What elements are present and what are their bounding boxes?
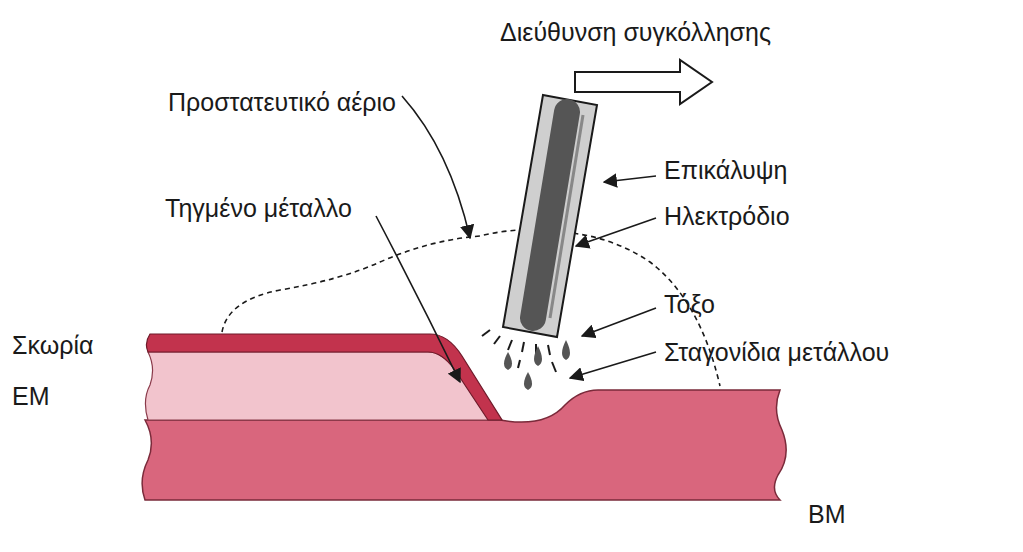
weld-metal-label: ΕΜ xyxy=(12,382,50,411)
electrode-edge xyxy=(550,115,583,318)
electrode-core xyxy=(533,112,567,318)
base-metal-label: ΒΜ xyxy=(808,500,846,529)
gas-label: Προστατευτικό αέριο xyxy=(168,88,396,117)
direction-arrow xyxy=(575,60,712,104)
electrode-coating xyxy=(503,95,597,337)
gas-envelope xyxy=(222,230,720,386)
electrode-label: Ηλεκτρόδιο xyxy=(664,202,790,231)
leader-lines xyxy=(376,96,656,382)
coating-label: Επικάλυψη xyxy=(664,156,787,185)
molten-metal-label: Τηγμένο μέταλλο xyxy=(165,194,352,223)
arc-label: Τόξο xyxy=(664,290,715,319)
weld-metal xyxy=(145,352,498,420)
metal-droplets xyxy=(504,340,570,390)
slag-label: Σκωρία xyxy=(12,331,93,360)
direction-label: Διεύθυνση συγκόλλησης xyxy=(500,18,771,47)
droplet-label: Σταγονίδια μετάλλου xyxy=(664,338,889,367)
arc-strokes xyxy=(482,330,556,372)
slag-layer xyxy=(146,334,502,420)
